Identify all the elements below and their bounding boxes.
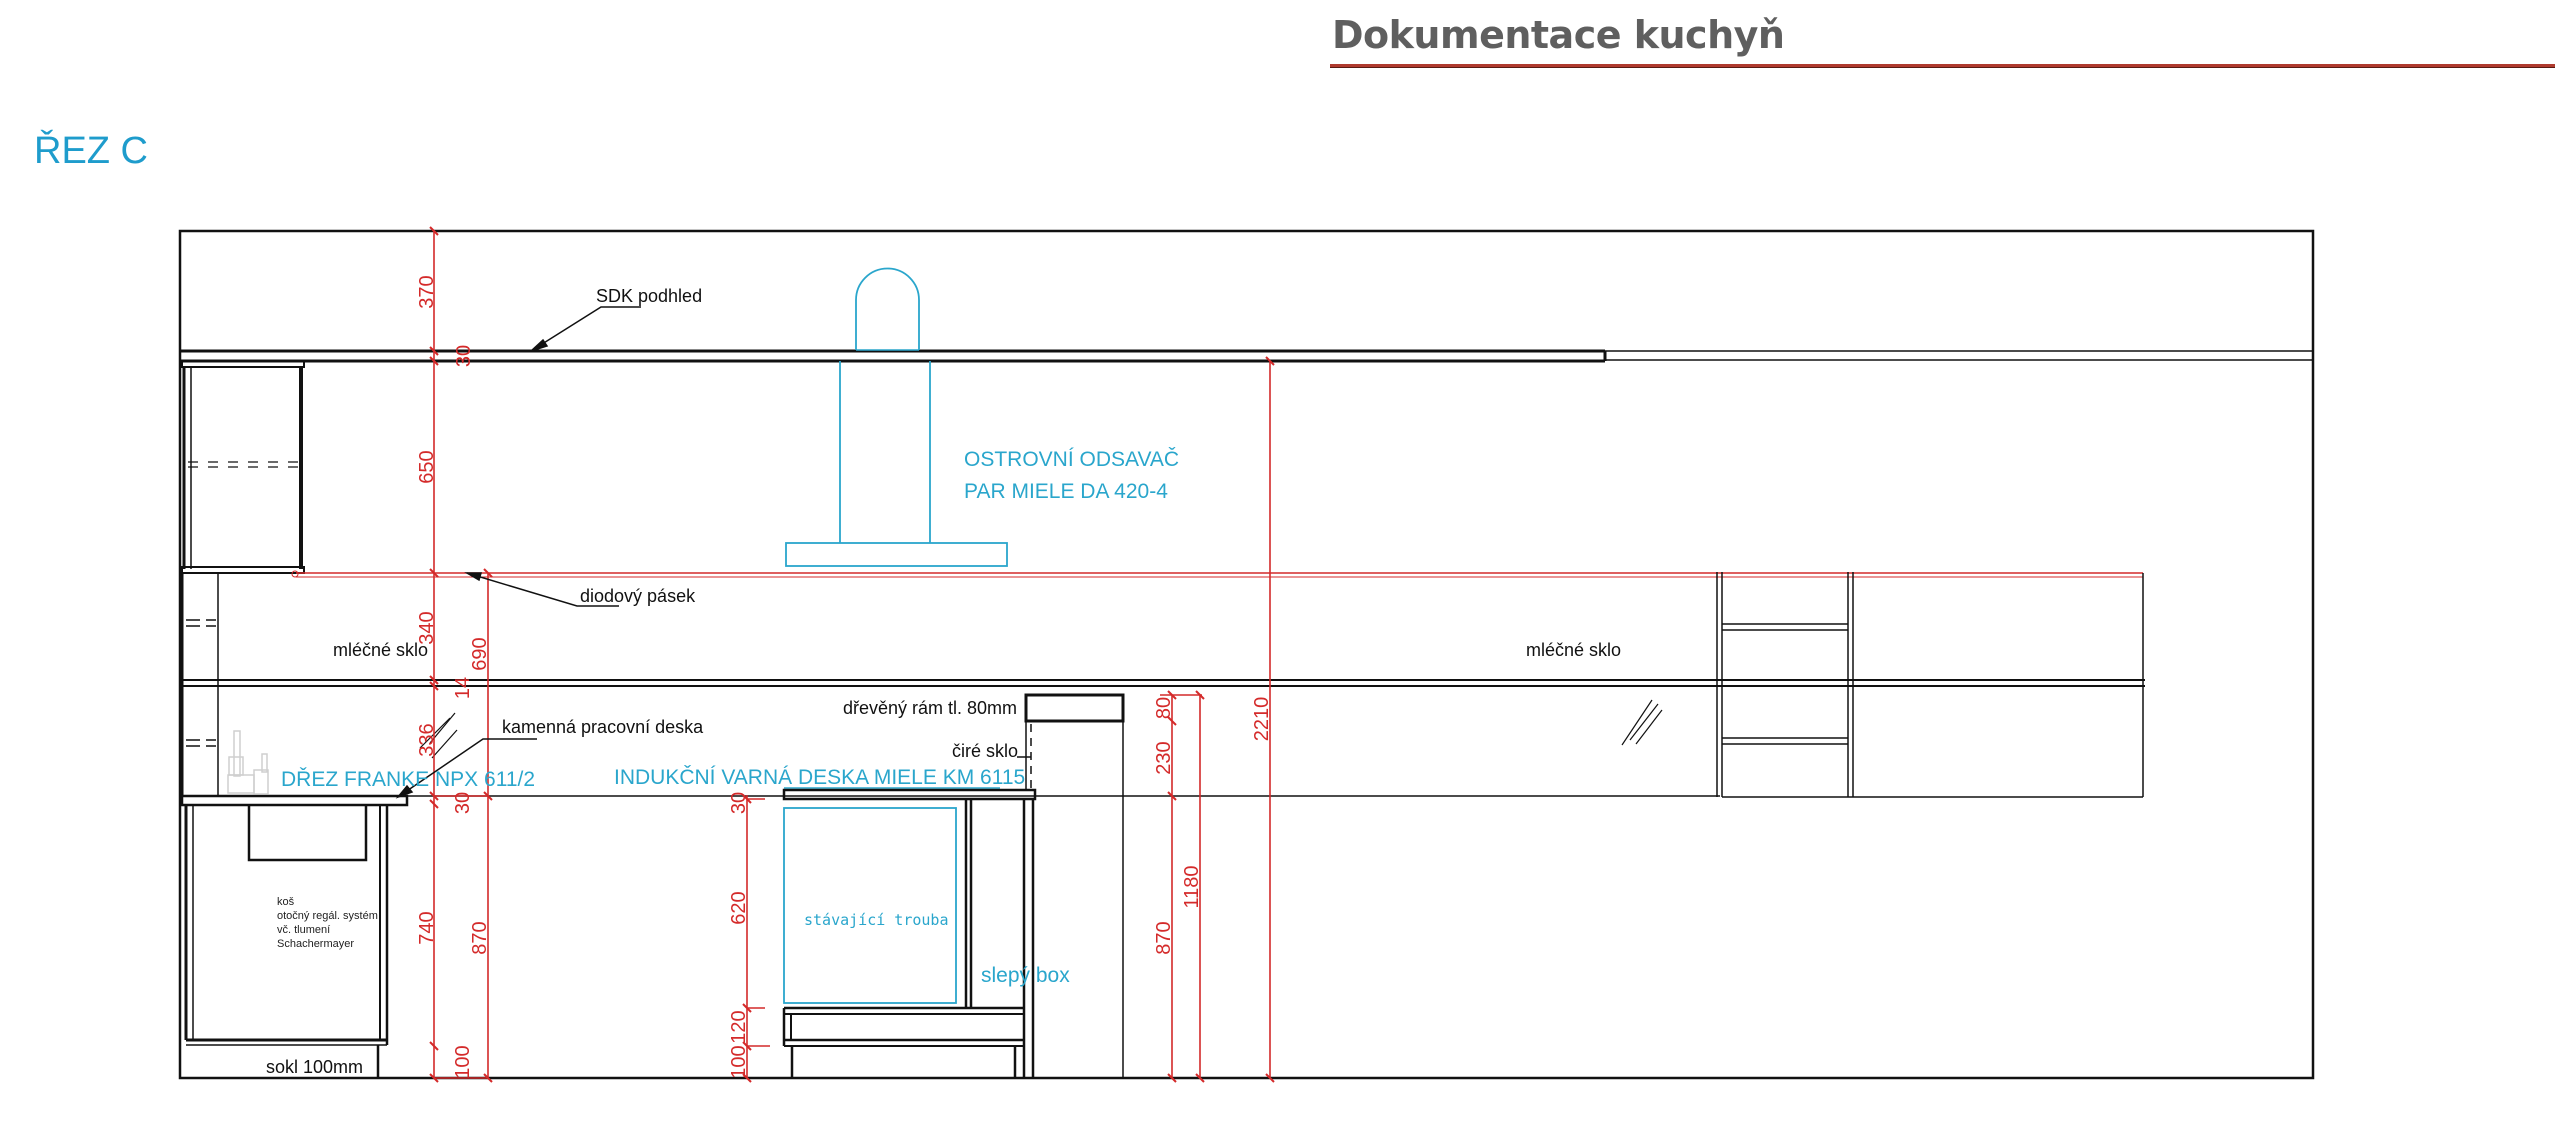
dim-1180: 1180 xyxy=(1181,865,1203,908)
extractor-hood xyxy=(785,267,1008,567)
faucet-icon xyxy=(227,730,269,795)
dim-870-right: 870 xyxy=(1153,921,1175,954)
dim-690: 690 xyxy=(469,637,491,670)
dim-340: 340 xyxy=(416,611,438,644)
wooden-frame xyxy=(1017,693,1125,1078)
header-rule xyxy=(1330,64,2555,67)
right-shelving xyxy=(1716,572,2143,798)
dim-30-ceiling: 30 xyxy=(453,345,475,367)
label-dreveny-ram: dřevěný rám tl. 80mm xyxy=(843,698,1017,718)
label-diodovy-pasek: diodový pásek xyxy=(580,586,696,606)
label-blind-box: slepý box xyxy=(981,964,1070,987)
label-sink: DŘEZ FRANKE NPX 611/2 xyxy=(281,768,535,791)
dimension-labels: 370 30 650 340 14 336 30 740 100 690 870… xyxy=(416,275,1273,1078)
svg-text:vč. tlumení: vč. tlumení xyxy=(277,924,330,936)
dim-740: 740 xyxy=(416,911,438,944)
dim-30-counter: 30 xyxy=(452,792,474,814)
leader-lines xyxy=(395,306,641,799)
dim-370: 370 xyxy=(416,275,438,308)
dim-14: 14 xyxy=(452,677,474,699)
label-hood-line1: OSTROVNÍ ODSAVAČ xyxy=(964,448,1179,471)
label-cire-sklo: čiré sklo xyxy=(952,741,1018,761)
led-strip xyxy=(291,570,2143,578)
dim-80: 80 xyxy=(1153,697,1175,719)
svg-text:Schachermayer: Schachermayer xyxy=(277,938,354,950)
ceiling-sdk xyxy=(180,349,2313,363)
section-title: ŘEZ C xyxy=(34,130,148,172)
dim-230: 230 xyxy=(1153,741,1175,774)
label-sokl: sokl 100mm xyxy=(266,1057,363,1077)
oven-cabinet xyxy=(782,787,1037,1078)
backsplash-glass xyxy=(180,573,2145,797)
label-mlecne-sklo-left: mléčné sklo xyxy=(333,640,428,660)
label-kos-group: koš otočný regál. systém vč. tlumení Sch… xyxy=(277,896,378,950)
label-cooktop: INDUKČNÍ VARNÁ DESKA MIELE KM 6115 xyxy=(614,766,1025,789)
label-mlecne-sklo-right: mléčné sklo xyxy=(1526,640,1621,660)
dim-120: 120 xyxy=(728,1010,750,1043)
svg-text:koš: koš xyxy=(277,896,295,908)
svg-text:otočný regál. systém: otočný regál. systém xyxy=(277,910,378,922)
label-oven: stávající trouba xyxy=(804,911,949,929)
document-title: Dokumentace kuchyň xyxy=(1332,13,1785,57)
upper-left-cabinet xyxy=(181,360,305,574)
drawing-frame xyxy=(178,229,2315,1080)
dim-650: 650 xyxy=(416,450,438,483)
dim-100-oven: 100 xyxy=(728,1045,750,1078)
sink-base-cabinet xyxy=(180,730,409,1078)
dim-620: 620 xyxy=(728,891,750,924)
label-kamenna-deska: kamenná pracovní deska xyxy=(502,717,704,737)
dim-2210: 2210 xyxy=(1251,697,1273,742)
dim-100-plinth: 100 xyxy=(452,1045,474,1078)
document-header: Dokumentace kuchyň xyxy=(1330,10,2555,67)
dim-336: 336 xyxy=(416,723,438,756)
dimension-lines xyxy=(429,226,1275,1083)
dim-30-oven: 30 xyxy=(728,792,750,814)
dim-870-left: 870 xyxy=(469,921,491,954)
label-hood-line2: PAR MIELE DA 420-4 xyxy=(964,480,1168,503)
label-sdk-podhled: SDK podhled xyxy=(596,286,702,306)
